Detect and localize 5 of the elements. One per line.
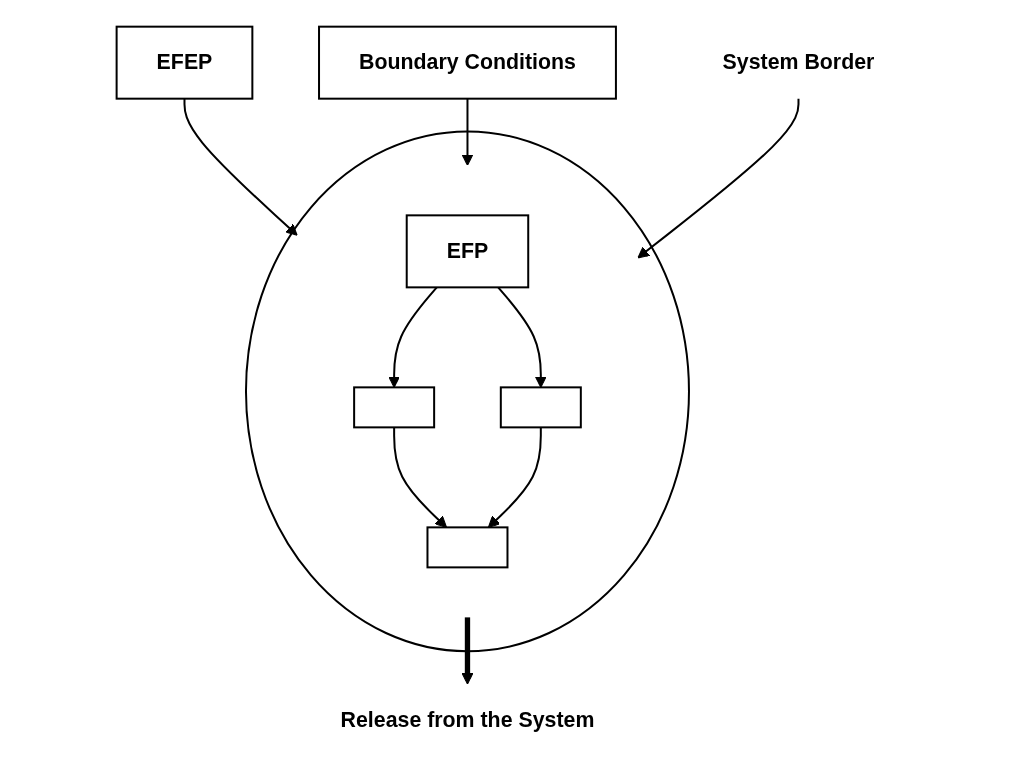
- node-text: Release from the System: [340, 707, 595, 731]
- node-box: Boundary Conditions: [318, 25, 617, 100]
- node-box: EFEP: [115, 25, 254, 100]
- arrow: [637, 97, 800, 259]
- node-text: System Border: [722, 50, 875, 73]
